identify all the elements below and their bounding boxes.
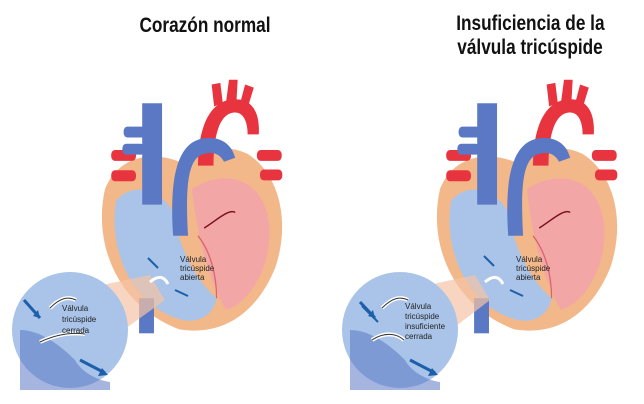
insufficiency-valve-label-1: Válvula <box>516 255 543 264</box>
normal-valve-label-1: Válvula <box>180 255 207 264</box>
normal-zoom-label-1: Válvula <box>62 304 89 313</box>
insufficiency-zoom-label-2: tricúspide <box>405 312 440 321</box>
insufficiency-zoom-label-3: insuficiente <box>405 322 446 331</box>
normal-valve-label-2: tricúspide <box>180 264 215 273</box>
normal-valve-label-3: abierta <box>180 273 205 282</box>
insufficiency-zoom-label-1: Válvula <box>405 302 432 311</box>
insufficiency-zoom-label-4: cerrada <box>405 332 433 341</box>
insufficiency-valve-label-3: abierta <box>516 273 541 282</box>
normal-zoom-label-3: cerrada <box>62 326 90 335</box>
normal-zoom-label-2: tricúspide <box>62 315 97 324</box>
insufficiency-valve-label-2: tricúspide <box>516 264 551 273</box>
insufficiency-zoom-circle <box>342 272 458 390</box>
